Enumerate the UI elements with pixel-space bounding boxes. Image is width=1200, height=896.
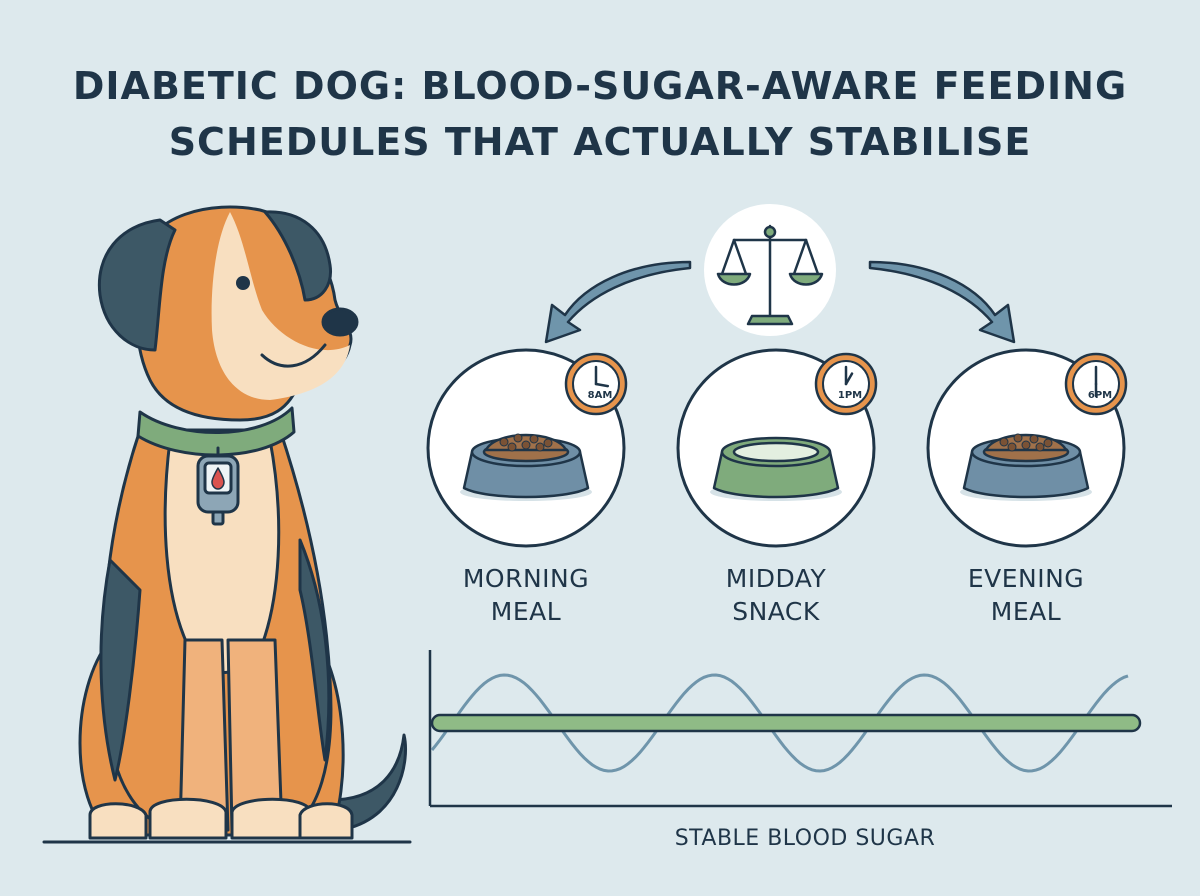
arrow-right: [868, 260, 1016, 344]
meal-schedule: 8AM 1PM 6PM: [426, 348, 1128, 548]
balance-scale-icon: [704, 204, 836, 336]
dog-back-paw-left: [88, 802, 148, 840]
dog-ear-right: [263, 210, 332, 302]
dog-back-paw-right: [298, 802, 354, 840]
dog-front-leg-left: [178, 638, 230, 832]
glucose-monitor-icon: [196, 446, 240, 526]
clock-icon: 8AM: [564, 352, 628, 416]
clock-time-label: 6PM: [1088, 390, 1112, 401]
title-line-2: SCHEDULES THAT ACTUALLY STABILISE: [168, 120, 1032, 164]
meal-label-evening: EVENING MEAL: [916, 562, 1136, 628]
dog-tail: [328, 733, 408, 832]
dog-paw-right: [230, 797, 312, 840]
blood-sugar-chart: [428, 650, 1172, 808]
dog-ear-left: [97, 218, 177, 352]
meal-label-line-2: MEAL: [990, 597, 1062, 626]
stable-glucose-line: [430, 713, 1142, 733]
clock-time-label: 8AM: [588, 390, 613, 401]
dog-face-blaze: [211, 212, 350, 400]
chart-caption: STABLE BLOOD SUGAR: [674, 826, 936, 851]
title-line-1: DIABETIC DOG: BLOOD-SUGAR-AWARE FEEDING: [72, 64, 1128, 108]
clock-time-label: 1PM: [838, 390, 862, 401]
meal-card-0: 8AM: [426, 348, 628, 548]
meal-label-line-2: SNACK: [732, 597, 820, 626]
dog-nose: [321, 307, 359, 337]
dog-side-patch: [99, 558, 142, 782]
meal-label-morning: MORNING MEAL: [416, 562, 636, 628]
dog-bowl-icon: [962, 433, 1090, 499]
dog-mouth: [260, 343, 327, 368]
meal-label-midday: MIDDAY SNACK: [666, 562, 886, 628]
meal-label-line-1: EVENING: [967, 564, 1085, 593]
meal-label-line-1: MIDDAY: [725, 564, 827, 593]
dog-eye: [236, 276, 250, 290]
meal-card-1: 1PM: [676, 348, 878, 548]
dog-illustration: [42, 205, 412, 844]
dog-paw-left: [148, 797, 228, 840]
clock-icon: 6PM: [1064, 352, 1128, 416]
meal-label-line-2: MEAL: [490, 597, 562, 626]
arrow-left: [544, 260, 692, 344]
meal-card-2: 6PM: [926, 348, 1128, 548]
meal-label-line-1: MORNING: [462, 564, 590, 593]
dog-bowl-icon: [712, 436, 840, 499]
fluctuating-glucose-wave: [430, 673, 1129, 773]
dog-bowl-icon: [462, 433, 590, 499]
page-title: DIABETIC DOG: BLOOD-SUGAR-AWARE FEEDING …: [0, 58, 1200, 170]
dog-collar: [136, 406, 296, 457]
clock-icon: 1PM: [814, 352, 878, 416]
dog-side-patch-right: [298, 538, 331, 762]
